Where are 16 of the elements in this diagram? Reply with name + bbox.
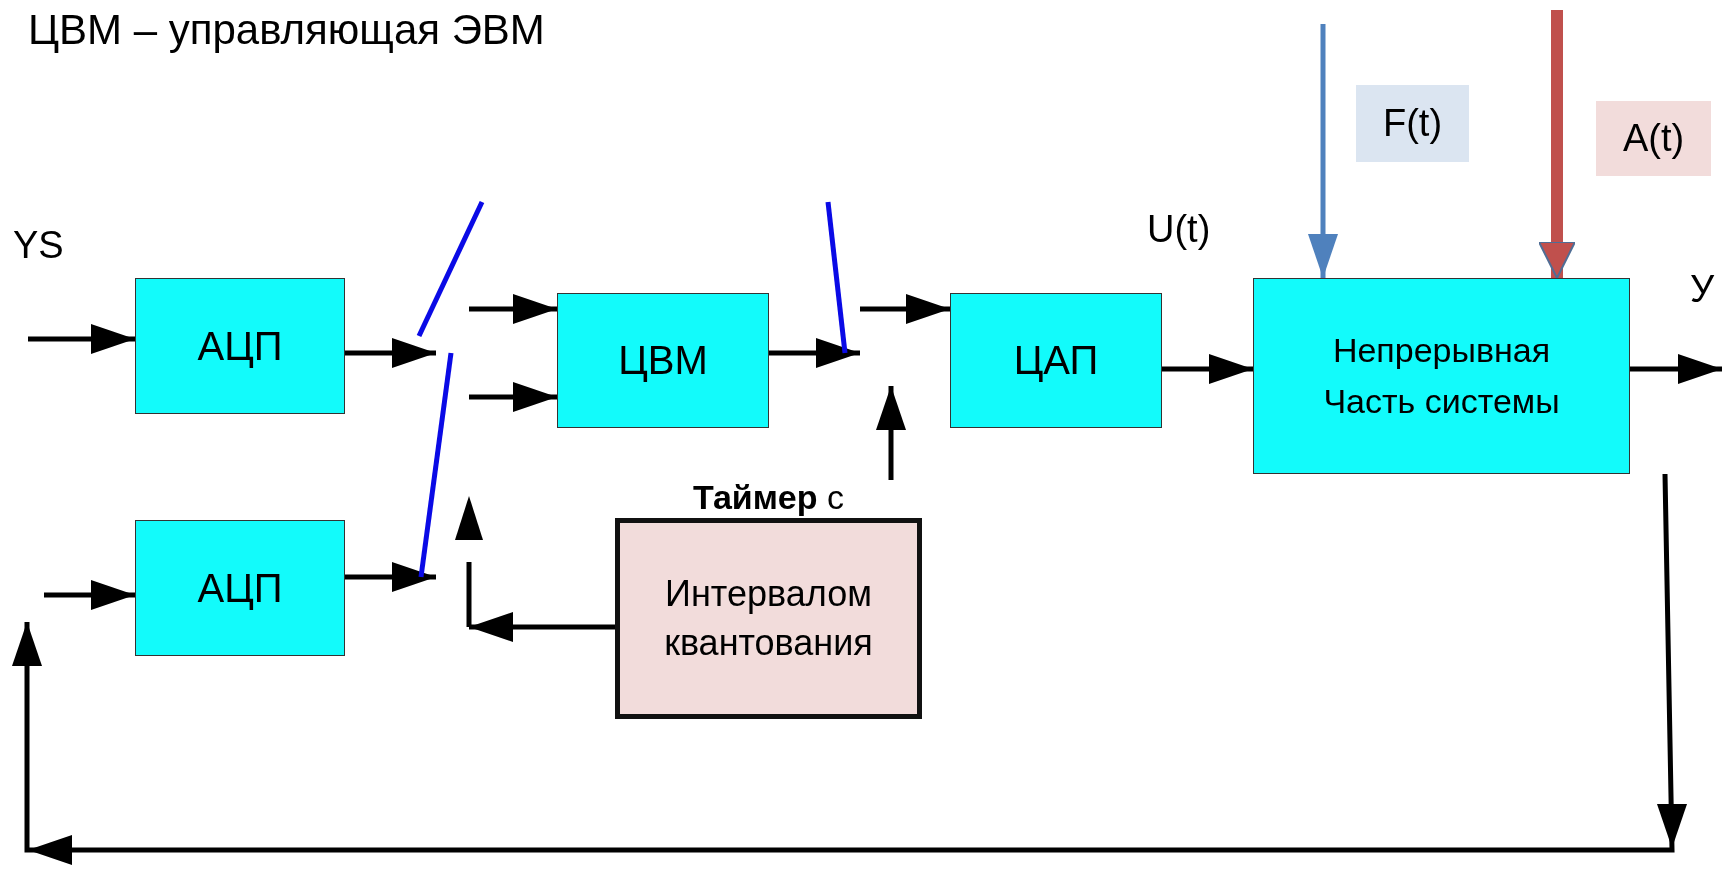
signal-label: U(t) bbox=[1147, 210, 1211, 248]
switch-blade bbox=[418, 352, 454, 578]
computer-box: ЦВМ bbox=[557, 293, 769, 428]
plant-box: Непрерывная Часть системы bbox=[1253, 278, 1630, 474]
converter-box: АЦП bbox=[135, 278, 345, 414]
converter-box: ЦАП bbox=[950, 293, 1162, 428]
converter-box: АЦП bbox=[135, 520, 345, 656]
timer-box: Интервалом квантования bbox=[615, 518, 922, 719]
signal-label: YS bbox=[13, 226, 64, 264]
signal-tag: A(t) bbox=[1596, 101, 1711, 176]
signal-label: У bbox=[1690, 270, 1715, 308]
signal-tag: F(t) bbox=[1356, 85, 1469, 162]
timer-heading: Таймер с bbox=[692, 480, 845, 514]
switch-blade bbox=[416, 200, 485, 338]
diagram-title: ЦВМ – управляющая ЭВМ bbox=[28, 6, 545, 54]
switch-blade bbox=[825, 201, 848, 354]
